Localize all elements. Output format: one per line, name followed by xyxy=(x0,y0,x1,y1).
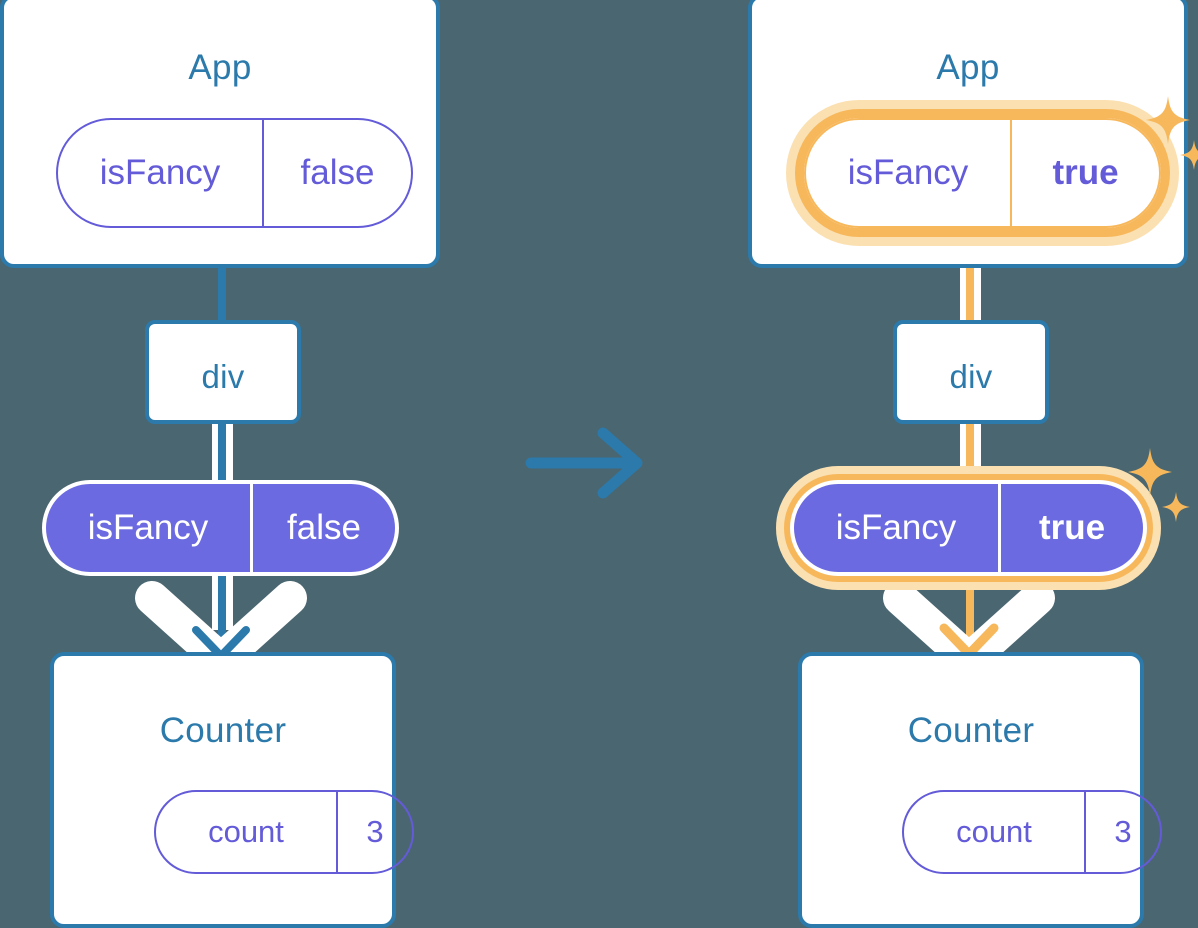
connector-app-to-div-after xyxy=(966,232,974,326)
dom-prop-pill-after[interactable]: isFancy true xyxy=(790,480,1147,576)
counter-title-before: Counter xyxy=(159,711,287,750)
dom-prop-value-before: false xyxy=(250,484,395,572)
dom-prop-name-before: isFancy xyxy=(87,508,209,547)
dom-prop-value-after: true xyxy=(998,484,1143,572)
arrow-right-icon xyxy=(525,427,643,499)
sparkle-app-after xyxy=(1144,92,1198,181)
app-state-pill-before[interactable]: isFancy false xyxy=(56,118,413,228)
panel-before: App isFancy false div isFancy false Coun… xyxy=(0,0,450,928)
app-state-name-after: isFancy xyxy=(847,153,969,192)
app-state-value-before: false xyxy=(262,120,411,226)
connector-dom-to-counter-after xyxy=(966,566,974,648)
counter-state-value-after: 3 xyxy=(1084,792,1160,872)
connector-dom-to-counter xyxy=(218,566,226,646)
app-component-box-after[interactable]: App isFancy true xyxy=(748,0,1198,268)
transition-arrow xyxy=(525,425,655,500)
counter-component-box-after[interactable]: Counter count 3 xyxy=(798,652,1162,928)
dom-prop-name-after: isFancy xyxy=(835,508,957,547)
connector-div-to-dom xyxy=(218,420,226,488)
app-state-value-after: true xyxy=(1010,120,1159,226)
counter-state-pill-after[interactable]: count 3 xyxy=(902,790,1162,874)
panel-after: App isFancy true div isFancy xyxy=(738,0,1198,928)
counter-state-value-before: 3 xyxy=(336,792,412,872)
app-state-pill-after[interactable]: isFancy true xyxy=(804,118,1161,228)
sparkle-dom-after xyxy=(1126,444,1196,533)
app-state-name-before: isFancy xyxy=(99,153,221,192)
sparkle-icon xyxy=(1146,96,1198,170)
counter-state-name-before: count xyxy=(208,814,284,849)
app-title-before: App xyxy=(188,48,252,87)
connector-div-to-dom-after xyxy=(966,420,974,478)
app-title-after: App xyxy=(936,48,1000,87)
div-node-box-before[interactable]: div xyxy=(145,320,301,424)
dom-prop-pill-before[interactable]: isFancy false xyxy=(42,480,399,576)
counter-title-after: Counter xyxy=(907,711,1035,750)
counter-state-pill-before[interactable]: count 3 xyxy=(154,790,414,874)
div-node-label-after: div xyxy=(949,358,993,395)
app-component-box-before[interactable]: App isFancy false xyxy=(0,0,440,268)
div-node-label-before: div xyxy=(201,358,245,395)
sparkle-icon xyxy=(1128,448,1190,522)
div-node-box-after[interactable]: div xyxy=(893,320,1049,424)
connector-app-to-div xyxy=(218,268,226,324)
counter-state-name-after: count xyxy=(956,814,1032,849)
counter-component-box-before[interactable]: Counter count 3 xyxy=(50,652,414,928)
